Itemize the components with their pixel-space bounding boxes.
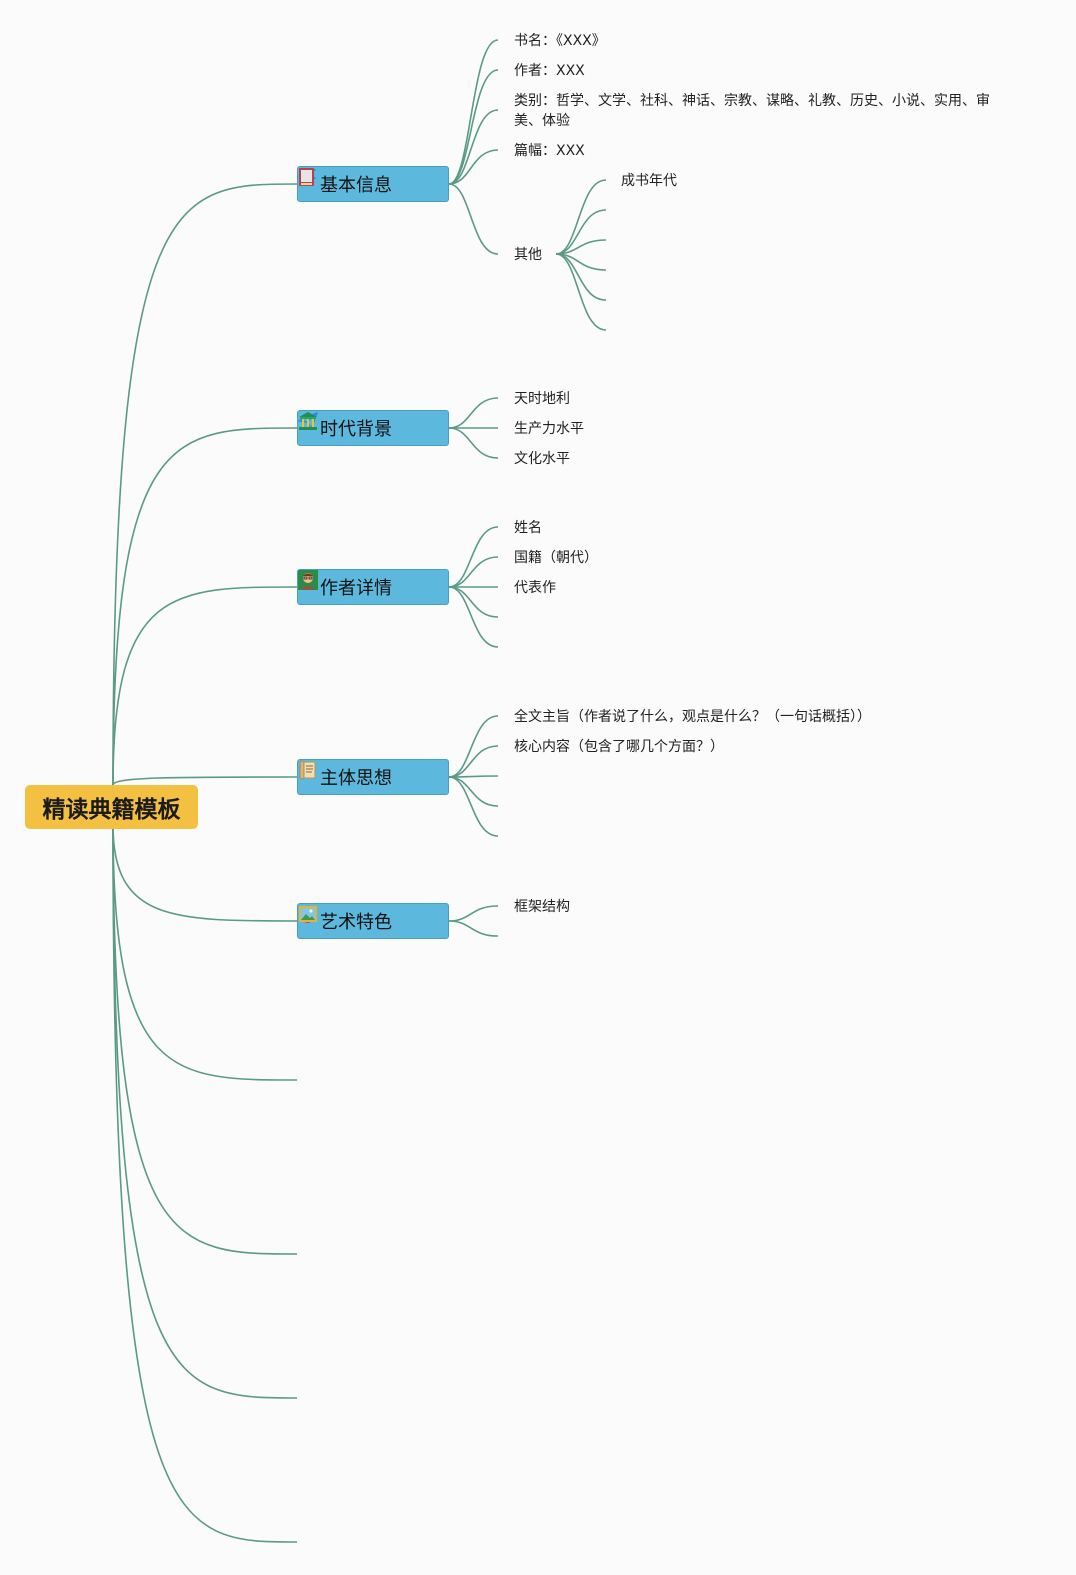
- sub-connector: [555, 179, 607, 255]
- root-connector: [112, 824, 298, 922]
- leaf-culture-level[interactable]: 文化水平: [514, 451, 570, 467]
- branch-connector: [448, 586, 499, 618]
- branch-connector: [448, 775, 499, 778]
- branch-connector: [448, 776, 499, 837]
- branch-connector: [448, 715, 499, 778]
- branch-connector: [448, 39, 499, 185]
- sub-connector: [555, 253, 607, 301]
- root-connector: [112, 824, 298, 1543]
- branch-label: 作者详情: [320, 578, 392, 599]
- root-label: 精读典籍模板: [42, 797, 181, 823]
- branch-connector: [448, 586, 499, 648]
- branch-connector: [448, 427, 499, 459]
- branch-connector: [448, 397, 499, 429]
- leaf-name[interactable]: 姓名: [514, 520, 542, 536]
- sub-connector: [555, 209, 607, 255]
- branch-basic-info[interactable]: 基本信息: [297, 166, 449, 202]
- leaf-nationality[interactable]: 国籍（朝代）: [514, 550, 598, 566]
- branch-artistic-features[interactable]: 艺术特色: [297, 903, 449, 939]
- leaf-category[interactable]: 类别：哲学、文学、社科、神话、宗教、谋略、礼教、历史、小说、实用、审美、体验: [514, 93, 990, 129]
- branch-main-idea[interactable]: 主体思想: [297, 759, 449, 795]
- root-connector: [112, 776, 298, 786]
- branch-label: 基本信息: [320, 175, 392, 196]
- root-connector: [112, 427, 298, 786]
- root-connector: [112, 824, 298, 1081]
- leaf-timing-geography[interactable]: 天时地利: [514, 391, 570, 407]
- leaf-other[interactable]: 其他: [514, 247, 542, 263]
- leaf-author[interactable]: 作者：XXX: [514, 63, 585, 79]
- leaf-core-content[interactable]: 核心内容（包含了哪几个方面？）: [514, 739, 724, 755]
- branch-connector: [448, 183, 499, 255]
- branch-label: 艺术特色: [320, 912, 392, 933]
- root-connector: [112, 586, 298, 786]
- leaf-productivity[interactable]: 生产力水平: [514, 421, 584, 437]
- branch-connector: [448, 745, 499, 778]
- root-connector: [112, 824, 298, 1399]
- branch-author-details[interactable]: 作者详情: [297, 569, 449, 605]
- root-node[interactable]: 精读典籍模板: [25, 785, 198, 829]
- branch-era-background[interactable]: 时代背景: [297, 410, 449, 446]
- branch-connector: [448, 149, 499, 185]
- sub-connector: [555, 253, 607, 331]
- root-connector: [112, 824, 298, 1255]
- branch-label: 主体思想: [320, 768, 392, 789]
- branch-connector: [448, 109, 499, 185]
- leaf-era-written[interactable]: 成书年代: [621, 173, 677, 189]
- leaf-theme[interactable]: 全文主旨（作者说了什么，观点是什么？（一句话概括））: [514, 709, 871, 725]
- leaf-representative-works[interactable]: 代表作: [514, 580, 556, 596]
- leaf-framework[interactable]: 框架结构: [514, 899, 570, 915]
- branch-connector: [448, 556, 499, 588]
- branch-connector: [448, 905, 499, 922]
- leaf-length[interactable]: 篇幅：XXX: [514, 143, 585, 159]
- leaf-book-title[interactable]: 书名：《XXX》: [514, 33, 606, 49]
- branch-connector: [448, 776, 499, 807]
- branch-connector: [448, 69, 499, 185]
- branch-connector: [448, 526, 499, 588]
- root-connector: [112, 183, 298, 786]
- branch-connector: [448, 920, 499, 937]
- branch-label: 时代背景: [320, 419, 392, 440]
